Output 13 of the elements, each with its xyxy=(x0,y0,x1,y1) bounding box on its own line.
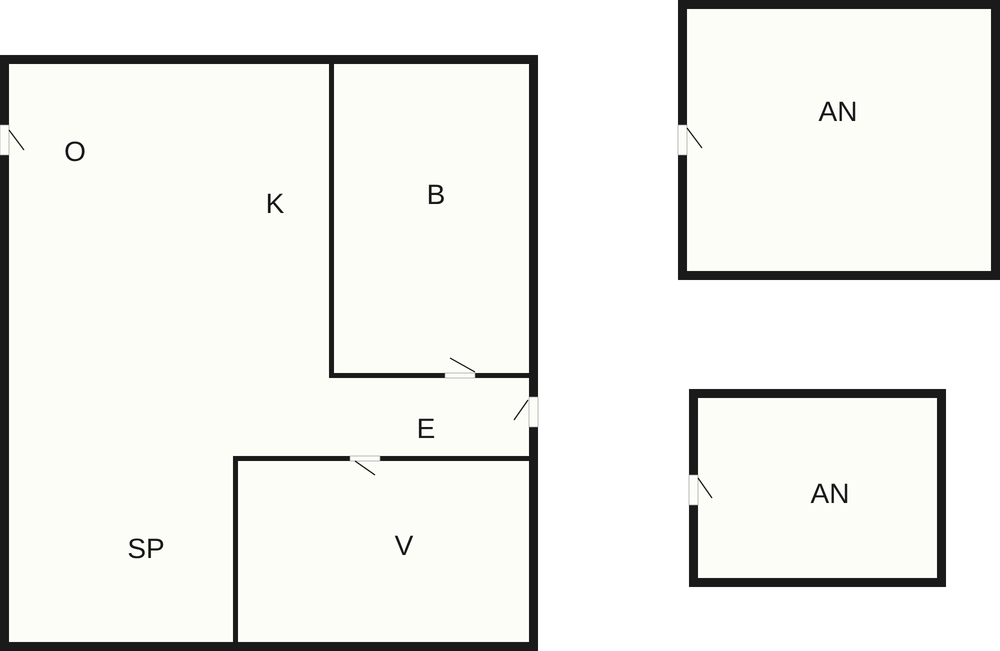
room-label: AN xyxy=(810,480,850,508)
room-label: O xyxy=(64,138,86,166)
room-label: AN xyxy=(818,98,858,126)
room-label: K xyxy=(266,190,284,218)
room-outline xyxy=(0,55,538,651)
room-outline xyxy=(329,64,529,378)
room-label: SP xyxy=(127,535,165,563)
room-label: B xyxy=(426,181,446,209)
room-outline xyxy=(678,0,1000,280)
room-label: V xyxy=(394,532,414,560)
room-outline xyxy=(233,456,529,642)
room-label: E xyxy=(416,415,436,443)
room-outline xyxy=(689,389,946,587)
